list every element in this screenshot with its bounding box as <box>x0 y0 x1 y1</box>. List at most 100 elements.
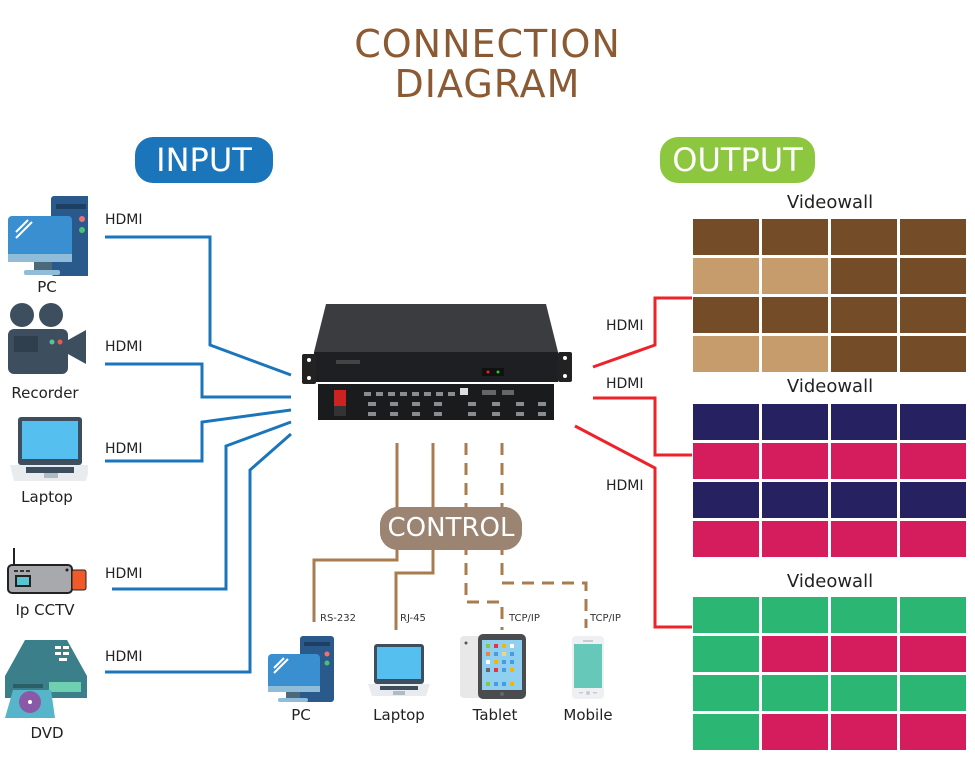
videowall-tile <box>693 636 759 672</box>
input-line-laptop <box>105 408 292 463</box>
videowall-tile <box>762 336 828 372</box>
videowall-tile <box>693 482 759 518</box>
videowall-tile <box>693 675 759 711</box>
control-badge-overlay: CONTROL <box>380 507 522 550</box>
videowall-tile <box>900 336 966 372</box>
control-connection-label-laptop: RJ-45 <box>400 613 426 624</box>
diagram-title-line1: CONNECTION <box>354 22 621 66</box>
videowall-tile <box>693 297 759 333</box>
videowall-tile <box>831 597 897 633</box>
input-device-dvd <box>5 640 87 720</box>
desktop-pc-icon <box>268 636 334 702</box>
control-connection-label-mobile: TCP/IP <box>590 613 621 624</box>
videowall-tile <box>831 297 897 333</box>
videowall-tile <box>831 258 897 294</box>
ip-camera-icon <box>7 548 87 594</box>
videowall-tile <box>831 404 897 440</box>
videowall-tile <box>900 675 966 711</box>
control-device-laptop <box>366 642 432 698</box>
input-device-label-recorder: Recorder <box>11 384 79 402</box>
output-line-wall-2 <box>593 396 692 457</box>
videowall-tile <box>900 521 966 557</box>
control-device-mobile <box>570 636 606 700</box>
videowall-tile <box>762 675 828 711</box>
videowall-tile <box>762 297 828 333</box>
input-connection-label-recorder: HDMI <box>105 339 143 355</box>
videowall-tile <box>900 597 966 633</box>
mobile-phone-icon <box>572 636 604 699</box>
videowall-2 <box>693 404 966 557</box>
control-device-label-tablet: Tablet <box>472 706 518 724</box>
input-device-label-pc: PC <box>37 278 57 296</box>
videowall-tile <box>693 714 759 750</box>
control-device-label-mobile: Mobile <box>563 706 613 724</box>
input-line-recorder <box>105 362 291 399</box>
videowall-tile <box>762 597 828 633</box>
input-badge: INPUT <box>135 137 273 183</box>
output-connection-label-wall-1: HDMI <box>606 318 644 334</box>
dvd-player-icon <box>5 640 87 718</box>
control-device-label-laptop: Laptop <box>373 706 425 724</box>
videowall-title-1: Videowall <box>786 192 874 213</box>
videowall-tile <box>831 636 897 672</box>
video-camera-icon <box>8 303 86 374</box>
videowall-tile <box>900 443 966 479</box>
videowall-tile <box>831 714 897 750</box>
laptop-icon <box>10 417 90 481</box>
output-line-wall-1 <box>592 296 692 369</box>
videowall-tile <box>762 404 828 440</box>
input-device-pc <box>6 196 91 276</box>
videowall-tile <box>762 521 828 557</box>
videowall-tile <box>762 714 828 750</box>
control-line-rs232 <box>312 443 399 622</box>
videowall-tile <box>831 336 897 372</box>
input-device-recorder <box>6 302 88 377</box>
input-connection-label-laptop: HDMI <box>105 441 143 457</box>
videowall-title-2: Videowall <box>786 376 874 397</box>
videowall-tile <box>762 258 828 294</box>
videowall-tile <box>831 675 897 711</box>
tablet-icon <box>460 634 526 699</box>
input-connection-label-cctv: HDMI <box>105 566 143 582</box>
videowall-tile <box>900 297 966 333</box>
input-line-dvd <box>105 432 292 674</box>
input-lines <box>105 235 292 674</box>
laptop-icon <box>368 644 430 696</box>
videowall-tile <box>900 482 966 518</box>
control-device-pc <box>268 636 334 702</box>
video-wall-controller-icon <box>302 304 572 420</box>
videowall-tile <box>831 443 897 479</box>
videowall-tile <box>693 443 759 479</box>
input-device-label-laptop: Laptop <box>21 488 73 506</box>
video-wall-controller <box>296 302 580 422</box>
videowall-tile <box>900 219 966 255</box>
control-device-label-pc: PC <box>291 706 311 724</box>
desktop-pc-icon <box>8 196 91 276</box>
control-connection-label-pc: RS-232 <box>320 613 356 624</box>
videowall-tile <box>900 636 966 672</box>
videowall-tile <box>762 219 828 255</box>
videowall-tile <box>831 482 897 518</box>
output-line-wall-3 <box>574 424 692 629</box>
diagram-title-line2: DIAGRAM <box>394 62 581 106</box>
videowall-tile <box>693 219 759 255</box>
videowall-tile <box>831 521 897 557</box>
videowall-3 <box>693 597 966 750</box>
videowall-tile <box>762 443 828 479</box>
control-connection-label-tablet: TCP/IP <box>509 613 540 624</box>
input-connection-label-dvd: HDMI <box>105 649 143 665</box>
videowall-tile <box>900 258 966 294</box>
videowall-tile <box>693 404 759 440</box>
videowall-title-3: Videowall <box>786 571 874 592</box>
videowall-tile <box>762 636 828 672</box>
input-device-ip-cctv <box>6 548 88 596</box>
output-lines <box>574 296 692 629</box>
videowall-tile <box>831 219 897 255</box>
input-connection-label-pc: HDMI <box>105 212 143 228</box>
videowall-1 <box>693 219 966 372</box>
input-device-laptop <box>6 415 90 483</box>
videowall-tile <box>693 597 759 633</box>
videowall-tile <box>693 258 759 294</box>
videowall-tile <box>693 336 759 372</box>
